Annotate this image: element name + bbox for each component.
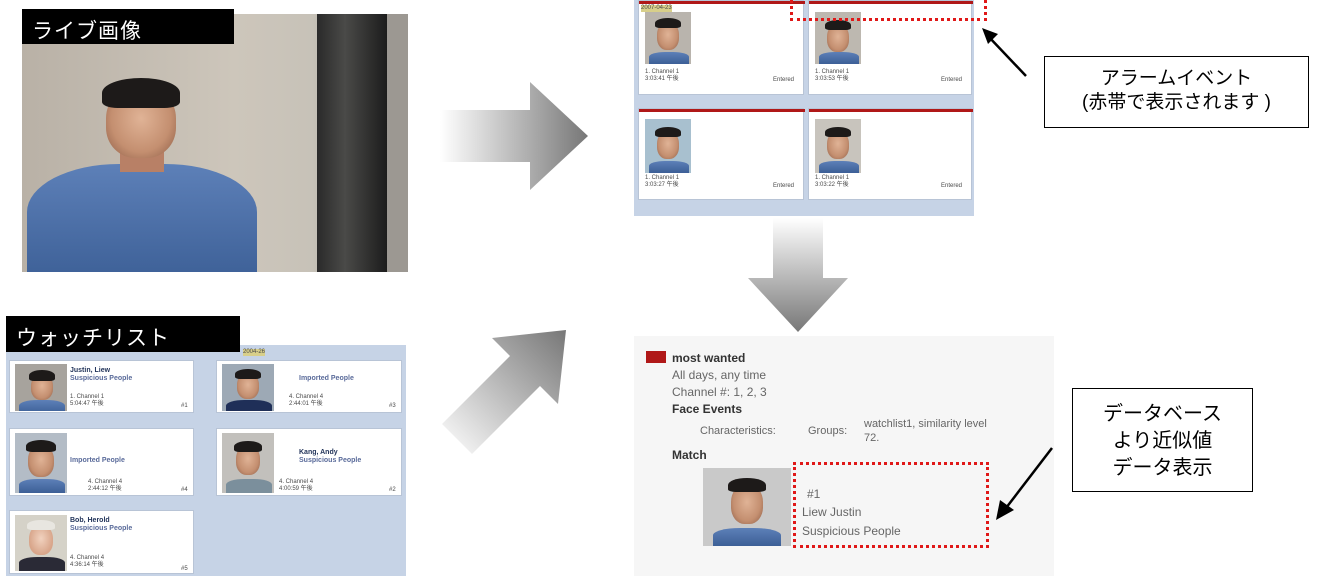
- tile-time: 3:03:22 午後: [815, 182, 849, 188]
- tile-channel: 1. Channel 1: [645, 175, 680, 181]
- card-channel: 1. Channel 1: [70, 394, 105, 400]
- card-channel: 4. Channel 4: [289, 394, 324, 400]
- tile-status: Entered: [773, 183, 795, 189]
- callout-line: より近似値: [1112, 430, 1213, 452]
- arrow-down: [748, 218, 848, 332]
- match-face-thumbnail: [703, 468, 791, 546]
- groups-label: Groups:: [808, 425, 848, 437]
- card-time: 4:36:14 午後: [70, 562, 104, 568]
- face-thumbnail: [815, 119, 861, 173]
- door-frame: [317, 14, 387, 272]
- alarm-tile[interactable]: 1. Channel 1 3:03:53 午後 Entered: [808, 0, 973, 95]
- match-name: Liew Justin: [802, 505, 862, 519]
- card-time: 2:44:12 午後: [88, 486, 122, 492]
- alarm-tile[interactable]: 1. Channel 1 3:03:22 午後 Entered: [808, 108, 973, 200]
- card-group: Suspicious People: [299, 457, 362, 464]
- arrow-right: [440, 82, 588, 190]
- match-heading: Match: [672, 448, 707, 462]
- alarm-red-bar: [639, 109, 805, 112]
- card-channel: 4. Channel 4: [279, 479, 314, 485]
- watchlist-card[interactable]: Kang, Andy Suspicious People 4. Channel …: [216, 428, 402, 496]
- pointer-arrow: [982, 28, 1027, 77]
- tile-time: 3:03:53 午後: [815, 76, 849, 82]
- card-name: Kang, Andy: [299, 449, 338, 456]
- card-name: Justin, Liew: [70, 367, 111, 374]
- face-thumbnail: [645, 12, 691, 64]
- callout-line: アラームイベント: [1100, 68, 1253, 89]
- card-time: 5:04:47 午後: [70, 401, 104, 407]
- tile-channel: 1. Channel 1: [645, 69, 680, 75]
- watchlist-card[interactable]: Bob, Herold Suspicious People 4. Channel…: [9, 510, 194, 574]
- card-time: 4:00:59 午後: [279, 486, 313, 492]
- card-channel: 4. Channel 4: [70, 555, 105, 561]
- card-number: #3: [389, 403, 396, 409]
- rule-channels: Channel #: 1, 2, 3: [672, 385, 767, 399]
- database-callout: データベース より近似値 データ表示: [1072, 388, 1253, 492]
- alarm-red-bar: [809, 1, 973, 4]
- card-number: #4: [181, 487, 188, 493]
- tile-channel: 1. Channel 1: [815, 175, 850, 181]
- watchlist-card[interactable]: 2004-26 Imported People 4. Channel 4 2:4…: [216, 349, 402, 413]
- card-number: #2: [389, 487, 396, 493]
- callout-line: データベース: [1103, 403, 1222, 425]
- face-thumbnail: [15, 433, 67, 493]
- face-thumbnail: [222, 433, 274, 493]
- card-tag: 2004-26: [243, 349, 266, 356]
- alarm-red-bar: [639, 1, 805, 4]
- card-group: Imported People: [299, 375, 354, 382]
- card-channel: 4. Channel 4: [88, 479, 123, 485]
- face-events-heading: Face Events: [672, 402, 743, 416]
- tile-status: Entered: [941, 77, 963, 83]
- tile-channel: 1. Channel 1: [815, 69, 850, 75]
- card-number: #5: [181, 566, 188, 572]
- tile-time: 3:03:27 午後: [645, 182, 679, 188]
- pointer-arrow: [996, 447, 1053, 520]
- rule-schedule: All days, any time: [672, 368, 767, 382]
- groups-value-cont: 72.: [864, 432, 880, 444]
- callout-line: データ表示: [1112, 457, 1213, 479]
- person-hair: [102, 78, 180, 108]
- card-number: #1: [181, 403, 188, 409]
- face-thumbnail: [222, 364, 274, 411]
- live-image-label: ライブ画像: [22, 9, 234, 44]
- tile-time: 3:03:41 午後: [645, 76, 679, 82]
- rule-color-swatch: [646, 351, 666, 363]
- tile-status: Entered: [773, 77, 795, 83]
- groups-value: watchlist1, similarity level: [864, 418, 987, 430]
- card-time: 2:44:01 午後: [289, 401, 323, 407]
- wall-panel: [387, 14, 408, 272]
- card-name: Bob, Herold: [70, 517, 110, 524]
- characteristics-label: Characteristics:: [700, 425, 776, 437]
- match-group: Suspicious People: [802, 524, 901, 538]
- alarm-tile[interactable]: 2007-04-23 1. Channel 1 3:03:41 午後 Enter…: [638, 0, 805, 95]
- alarm-red-bar: [809, 109, 973, 112]
- watchlist-card[interactable]: Justin, Liew Suspicious People 1. Channe…: [9, 360, 194, 413]
- face-thumbnail: [15, 364, 67, 411]
- alarm-tile[interactable]: 1. Channel 1 3:03:27 午後 Entered: [638, 108, 805, 200]
- face-thumbnail: [645, 119, 691, 173]
- card-group: Suspicious People: [70, 375, 133, 382]
- card-group: Suspicious People: [70, 525, 133, 532]
- callout-line: (赤帯で表示されます ): [1082, 92, 1271, 113]
- person-shirt: [27, 164, 257, 272]
- face-thumbnail: [15, 515, 67, 571]
- watchlist-label: ウォッチリスト: [6, 316, 240, 352]
- alarm-event-callout: アラームイベント (赤帯で表示されます ): [1044, 56, 1309, 128]
- card-group: Imported People: [70, 457, 125, 464]
- alarm-highlight-box: [790, 0, 987, 21]
- match-highlight-box: [793, 462, 989, 548]
- live-image: [22, 14, 408, 272]
- rule-title: most wanted: [672, 351, 746, 365]
- tile-time-tag: 2007-04-23: [641, 5, 672, 12]
- tile-status: Entered: [941, 183, 963, 189]
- match-number: #1: [807, 487, 821, 501]
- watchlist-card[interactable]: Imported People 4. Channel 4 2:44:12 午後 …: [9, 428, 194, 496]
- arrow-diagonal: [442, 330, 566, 454]
